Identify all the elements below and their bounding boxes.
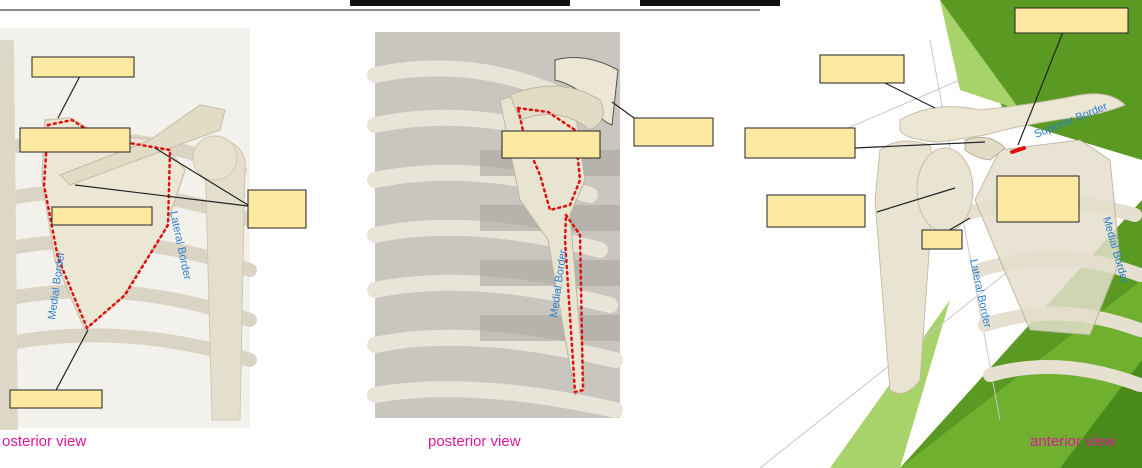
left-panel: Medial Border Lateral Border osterior vi…	[0, 28, 306, 450]
right-label-box-2	[1015, 8, 1128, 33]
left-label-box-3	[52, 207, 152, 225]
right-label-box-1	[820, 55, 904, 83]
right-label-box-4	[767, 195, 865, 227]
middle-label-box-1	[502, 131, 600, 158]
middle-caption: posterior view	[428, 433, 521, 450]
middle-panel: Medial Border posterior view	[375, 32, 713, 450]
left-label-box-2	[20, 128, 130, 152]
left-caption: osterior view	[2, 433, 86, 450]
right-caption: anterior view	[1030, 433, 1115, 450]
left-humerus	[205, 142, 245, 420]
left-label-box-4	[248, 190, 306, 228]
right-scapula	[975, 140, 1120, 335]
left-label-box-1	[32, 57, 134, 77]
right-label-box-5	[997, 176, 1079, 222]
left-label-box-5	[10, 390, 102, 408]
right-panel: Superior Border Medial Border Lateral Bo…	[745, 0, 1142, 468]
right-label-box-6	[922, 230, 962, 249]
middle-label-box-2	[634, 118, 713, 146]
right-label-box-3	[745, 128, 855, 158]
